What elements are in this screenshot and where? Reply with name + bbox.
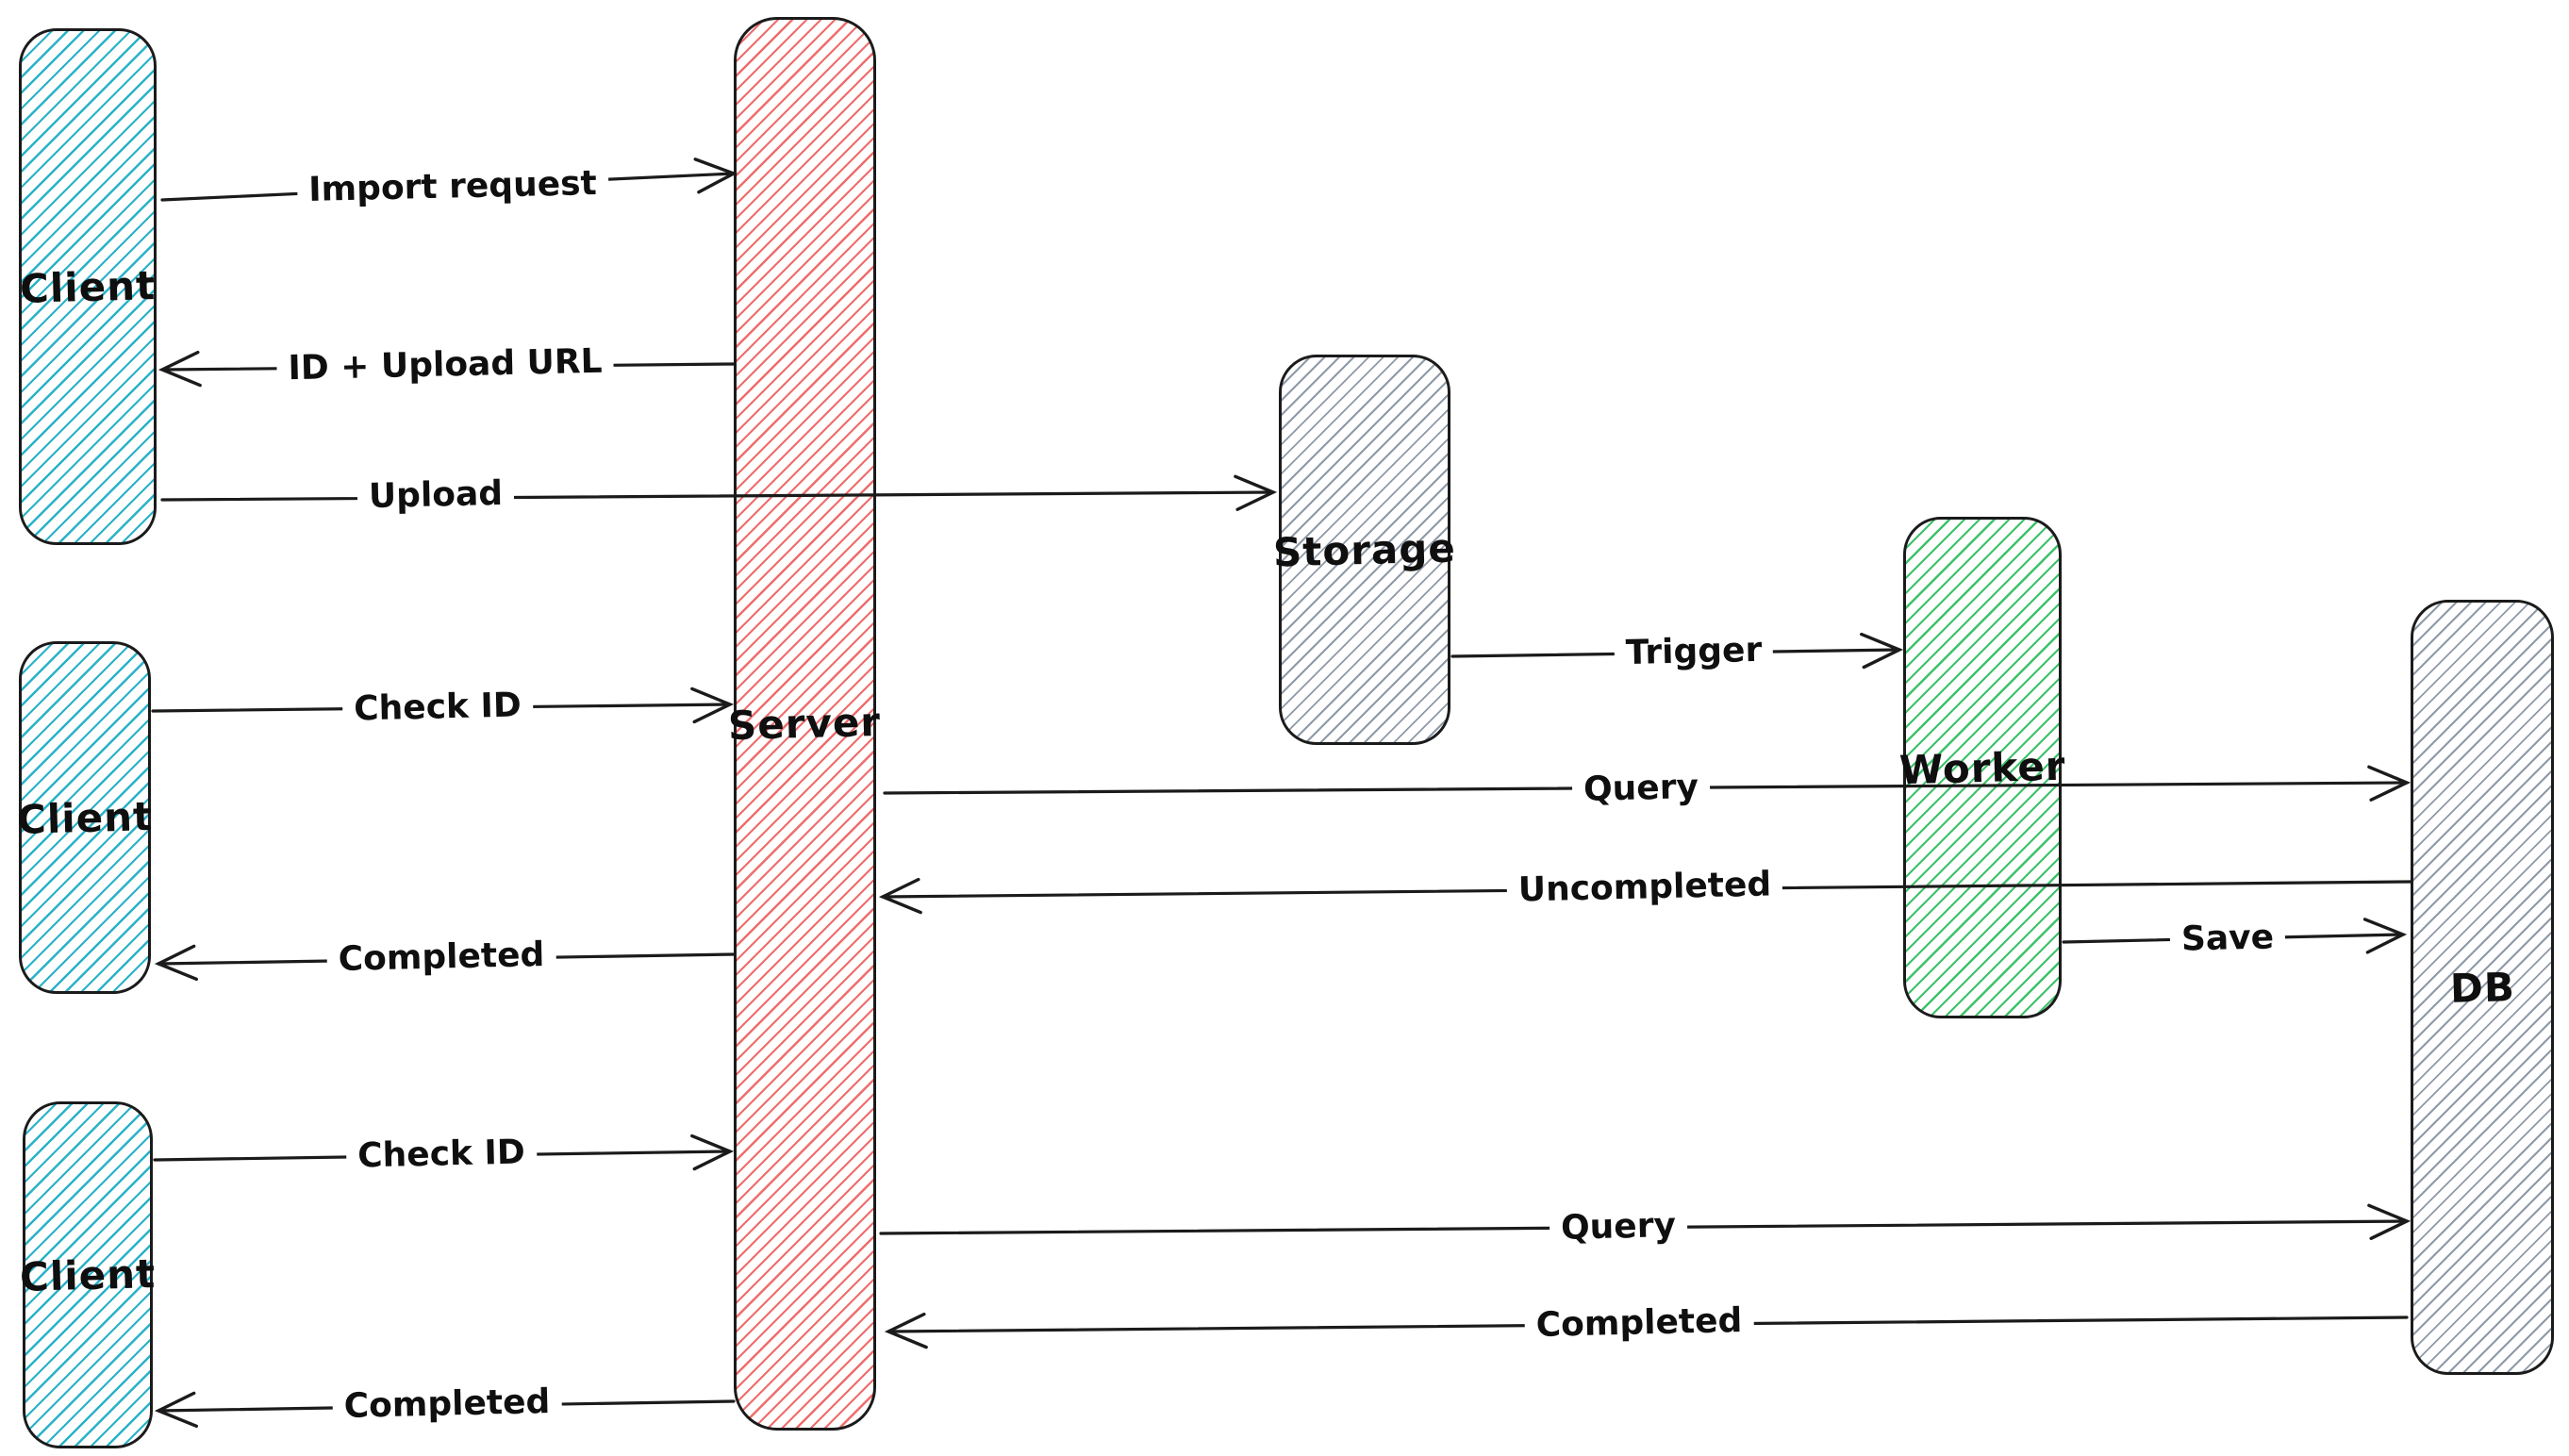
edge-label-import-request: Import request [296, 162, 609, 211]
node-db: DB [2411, 600, 2554, 1375]
node-storage: Storage [1273, 355, 1457, 745]
node-server: Server [728, 17, 882, 1431]
edge-label-completed-3: Completed [332, 1381, 562, 1428]
arrow-upload [160, 474, 1278, 511]
node-client-2: Client [16, 641, 154, 994]
edge-label-completed-1: Completed [326, 934, 556, 981]
edge-label-query-1: Query [1571, 766, 1711, 811]
edge-label-query-2: Query [1549, 1204, 1688, 1249]
node-client-1: Client [19, 28, 157, 545]
edge-label-check-id-1: Check ID [341, 685, 534, 730]
edge-label-id-upload-url: ID + Upload URL [276, 340, 614, 389]
node-worker: Worker [1898, 517, 2066, 1018]
edge-label-completed-2: Completed [1524, 1299, 1754, 1347]
edge-label-upload: Upload [356, 472, 515, 518]
node-client-3: Client [19, 1101, 157, 1448]
edge-label-check-id-2: Check ID [345, 1132, 538, 1177]
edge-label-trigger: Trigger [1614, 629, 1774, 674]
edge-label-save: Save [2169, 917, 2286, 960]
edge-label-uncompleted: Uncompleted [1506, 864, 1783, 911]
